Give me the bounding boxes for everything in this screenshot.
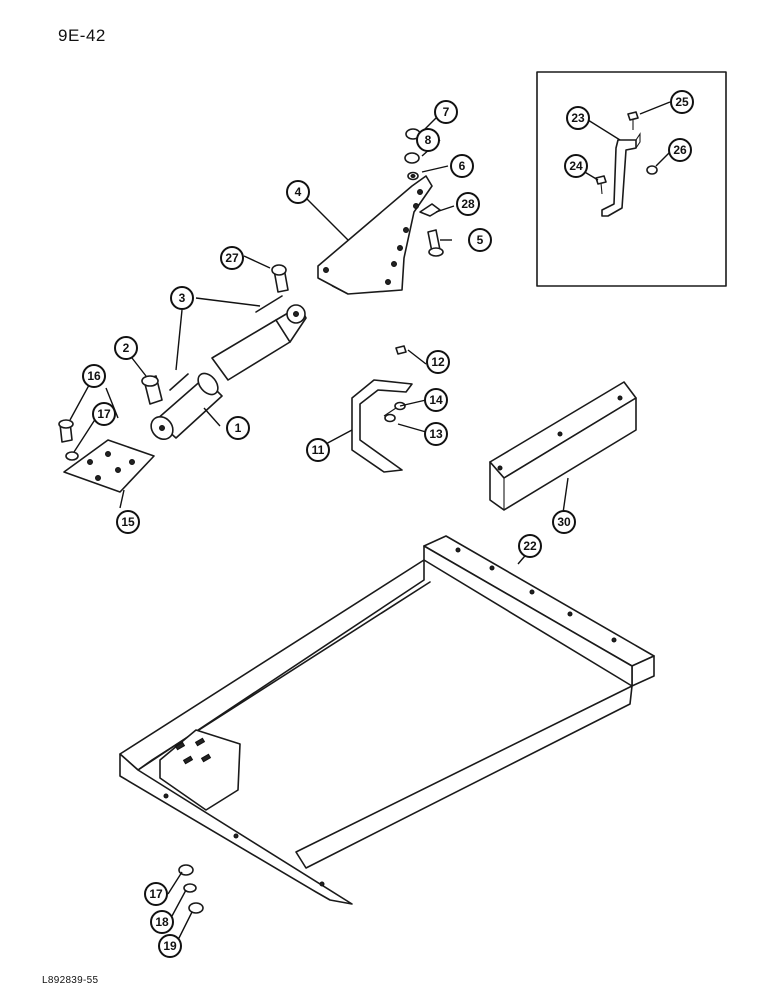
callout-22: 22 xyxy=(518,534,542,558)
callout-circle xyxy=(566,106,590,130)
callout-circle xyxy=(450,154,474,178)
mounting-bracket-4 xyxy=(317,128,444,295)
callout-number: 30 xyxy=(557,515,571,529)
callout-26: 26 xyxy=(668,138,692,162)
callout-number: 22 xyxy=(523,539,537,553)
callout-18: 18 xyxy=(150,910,174,934)
callout-labels: 1234567811121314151617171819222324252627… xyxy=(82,90,694,958)
callout-number: 19 xyxy=(163,939,177,953)
callout-number: 17 xyxy=(97,407,111,421)
callout-circle xyxy=(226,416,250,440)
callout-25: 25 xyxy=(670,90,694,114)
callout-number: 4 xyxy=(295,185,302,199)
callout-circle xyxy=(426,350,450,374)
callout-15: 15 xyxy=(116,510,140,534)
callout-number: 25 xyxy=(675,95,689,109)
callout-17: 17 xyxy=(144,882,168,906)
callout-number: 27 xyxy=(225,251,239,265)
callout-14: 14 xyxy=(424,388,448,412)
callout-12: 12 xyxy=(426,350,450,374)
callout-7: 7 xyxy=(434,100,458,124)
callout-number: 3 xyxy=(179,291,186,305)
angle-iron-30 xyxy=(489,381,637,511)
callout-number: 2 xyxy=(123,341,130,355)
callout-16: 16 xyxy=(82,364,106,388)
callout-number: 24 xyxy=(569,159,583,173)
callout-circle xyxy=(552,510,576,534)
plate-15 xyxy=(58,419,155,493)
callout-6: 6 xyxy=(450,154,474,178)
callout-2: 2 xyxy=(114,336,138,360)
callout-circle xyxy=(158,934,182,958)
callout-13: 13 xyxy=(424,422,448,446)
callout-19: 19 xyxy=(158,934,182,958)
callout-8: 8 xyxy=(416,128,440,152)
callout-number: 11 xyxy=(312,443,325,457)
hydraulic-cylinder-1 xyxy=(141,264,307,441)
callout-23: 23 xyxy=(566,106,590,130)
callout-5: 5 xyxy=(468,228,492,252)
callout-number: 17 xyxy=(149,887,163,901)
callout-circle xyxy=(434,100,458,124)
callout-28: 28 xyxy=(456,192,480,216)
callout-circle xyxy=(424,422,448,446)
callout-number: 13 xyxy=(429,427,443,441)
callout-circle xyxy=(144,882,168,906)
callout-circle xyxy=(564,154,588,178)
callout-1: 1 xyxy=(226,416,250,440)
callout-circle xyxy=(424,388,448,412)
inset-box xyxy=(536,71,727,287)
hardware-17-18-19 xyxy=(178,864,204,914)
callout-circle xyxy=(668,138,692,162)
callout-30: 30 xyxy=(552,510,576,534)
illustration-code: L892839-55 xyxy=(42,975,99,986)
callout-3: 3 xyxy=(170,286,194,310)
callout-number: 23 xyxy=(571,111,585,125)
callout-number: 28 xyxy=(461,197,475,211)
callout-circle xyxy=(306,438,330,462)
callout-number: 26 xyxy=(673,143,687,157)
page-number: 9E-42 xyxy=(58,26,106,45)
callout-circle xyxy=(114,336,138,360)
callout-number: 6 xyxy=(459,159,466,173)
callout-circle xyxy=(416,128,440,152)
callout-number: 8 xyxy=(425,133,432,147)
callout-circle xyxy=(286,180,310,204)
callout-circle xyxy=(456,192,480,216)
callout-circle xyxy=(170,286,194,310)
callout-24: 24 xyxy=(564,154,588,178)
bracket-11 xyxy=(351,345,413,473)
frame-22 xyxy=(119,535,655,905)
callout-circle xyxy=(468,228,492,252)
callout-17: 17 xyxy=(92,402,116,426)
callout-circle xyxy=(82,364,106,388)
callout-11: 11 xyxy=(306,438,330,462)
callout-circle xyxy=(150,910,174,934)
callout-number: 12 xyxy=(431,355,445,369)
callout-circle xyxy=(116,510,140,534)
callout-number: 1 xyxy=(235,421,242,435)
callout-number: 16 xyxy=(87,369,101,383)
callout-number: 18 xyxy=(155,915,169,929)
callout-circle xyxy=(518,534,542,558)
callout-number: 14 xyxy=(429,393,443,407)
callout-27: 27 xyxy=(220,246,244,270)
callout-circle xyxy=(92,402,116,426)
callout-4: 4 xyxy=(286,180,310,204)
callout-number: 5 xyxy=(477,233,484,247)
callout-number: 7 xyxy=(443,105,450,119)
callout-circle xyxy=(220,246,244,270)
callout-circle xyxy=(670,90,694,114)
callout-number: 15 xyxy=(121,515,135,529)
